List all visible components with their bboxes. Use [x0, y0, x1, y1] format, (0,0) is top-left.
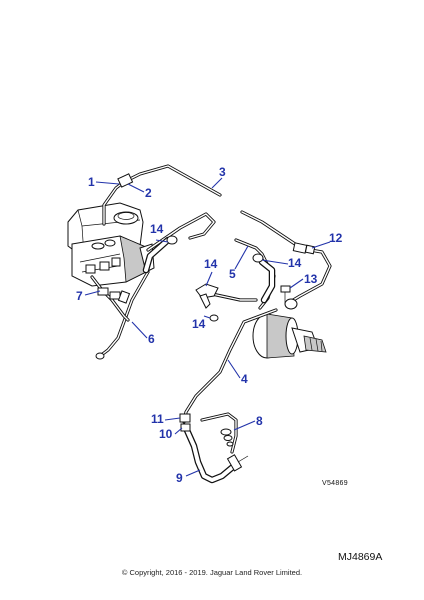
- pressure-regulator-unit: [252, 313, 327, 359]
- reference-code: MJ4869A: [338, 551, 383, 563]
- drawing-code: V54869: [322, 480, 348, 487]
- callout-10: 10: [159, 427, 173, 441]
- callout-14-right: 14: [288, 256, 302, 270]
- callout-7: 7: [76, 289, 83, 303]
- callout-labels: 1 2 3 4 5 6 7 8 9 10 11 12 13 14 14 14 1…: [76, 165, 343, 485]
- callout-1: 1: [88, 175, 95, 189]
- callout-3: 3: [219, 165, 226, 179]
- leader-lines: [84, 177, 331, 477]
- flexible-hoses: [142, 236, 276, 484]
- callout-6: 6: [148, 332, 155, 346]
- fittings: [95, 173, 316, 472]
- callout-13: 13: [304, 272, 318, 286]
- copyright-notice: © Copyright, 2016 - 2019. Jaguar Land Ro…: [121, 568, 303, 577]
- callout-8: 8: [256, 414, 263, 428]
- callout-2: 2: [145, 186, 152, 200]
- master-cylinder-assembly: [67, 202, 155, 287]
- callout-12: 12: [329, 231, 343, 245]
- callout-14-center-bottom: 14: [192, 317, 206, 331]
- callout-14-left: 14: [150, 222, 164, 236]
- callout-9: 9: [176, 471, 183, 485]
- callout-14-center-top: 14: [204, 257, 218, 271]
- brake-pipes: [90, 164, 332, 454]
- callout-4: 4: [241, 372, 248, 386]
- callout-11: 11: [151, 412, 164, 426]
- callout-5: 5: [229, 267, 236, 281]
